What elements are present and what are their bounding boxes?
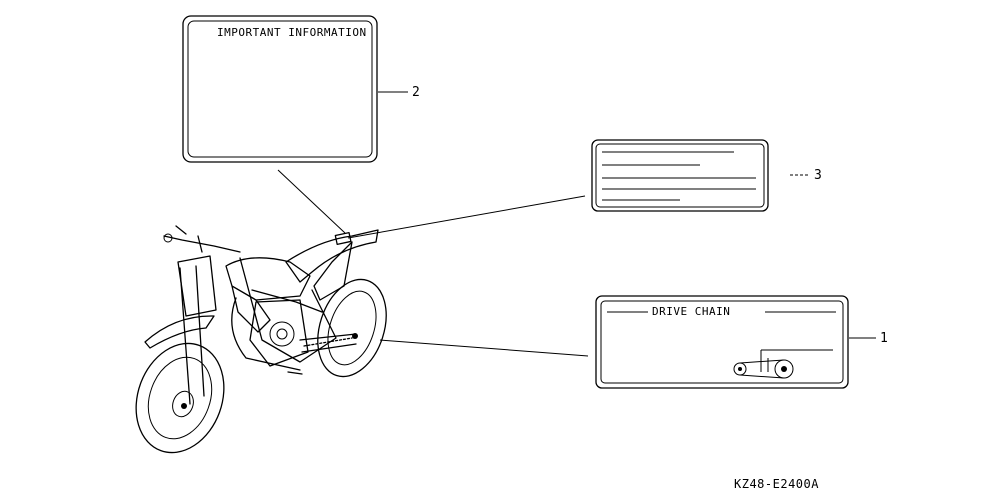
- callout-1: 1: [849, 331, 888, 346]
- motorcycle-drawing: [135, 225, 387, 454]
- drive-chain-title: DRIVE CHAIN: [652, 305, 730, 318]
- important-information-title: IMPORTANT INFORMATION: [217, 26, 367, 39]
- drive-chain-label: DRIVE CHAIN: [595, 295, 849, 389]
- callout-3: 3: [790, 168, 822, 183]
- diagram-code: KZ48-E2400A: [734, 477, 819, 491]
- callout-2: 2: [378, 85, 420, 100]
- text-label: [591, 139, 769, 212]
- callout-number: 2: [412, 85, 420, 100]
- callout-number: 1: [880, 331, 888, 346]
- leader-lines: [277, 169, 589, 357]
- chain-adjuster-icon: [733, 349, 833, 379]
- important-information-label: IMPORTANT INFORMATION: [182, 15, 378, 163]
- callout-number: 3: [814, 168, 822, 183]
